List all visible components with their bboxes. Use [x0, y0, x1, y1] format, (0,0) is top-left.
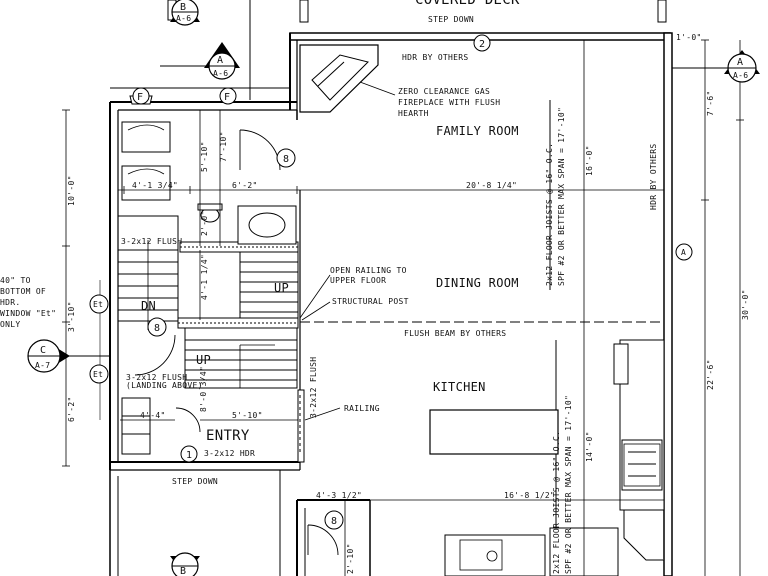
dim-10-0: 10'-0" — [67, 175, 76, 206]
note-joists-lower-1: 2x12 FLOOR JOISTS @ 16" O.C. — [552, 431, 561, 574]
section-marker-b-top: B A-6 — [170, 0, 200, 26]
dim-3-10: 3'-10" — [67, 301, 76, 332]
note-flush-vertical: 3-2x12 FLUSH — [309, 357, 318, 418]
room-family: FAMILY ROOM — [436, 124, 519, 138]
section-a-sheet: A-6 — [213, 69, 228, 78]
note-hdr-entry: 3-2x12 HDR — [204, 449, 255, 458]
section-marker-a-mid: A A-6 — [160, 42, 240, 80]
section-b-sheet: A-6 — [176, 14, 191, 23]
leaders — [299, 81, 396, 421]
kitchen-fixtures — [429, 339, 665, 576]
fireplace — [299, 44, 379, 113]
number-markers: 2 1 8 8 8 — [147, 34, 491, 530]
note-flush-landing-2: (LANDING ABOVE) — [126, 381, 203, 390]
exterior-walls — [109, 0, 673, 576]
fixed-window-markers: F F — [129, 87, 237, 105]
dim-6-2-a: 6'-2" — [232, 181, 258, 190]
section-a-label: A — [217, 55, 223, 66]
note-flush-beam: FLUSH BEAM BY OTHERS — [404, 329, 506, 338]
fixed-window-f2: F — [224, 92, 230, 103]
dim-2-10: 2'-10" — [346, 543, 355, 574]
bathroom-fixtures — [121, 121, 297, 245]
room-entry: ENTRY — [206, 428, 250, 444]
section-a-right-sheet: A-6 — [733, 71, 748, 80]
door-tag-8b: 8 — [154, 323, 160, 334]
marker-1: 1 — [186, 450, 192, 461]
section-c-label: C — [40, 345, 46, 356]
note-joists-upper-2: SPF #2 OR BETTER MAX SPAN = 17'-10" — [557, 107, 566, 286]
note-window-2: BOTTOM OF — [0, 287, 46, 296]
room-kitchen: KITCHEN — [433, 380, 486, 394]
grid-a-label: A — [681, 248, 686, 257]
stairs — [117, 215, 299, 389]
note-fireplace-3: HEARTH — [398, 109, 429, 118]
dim-30-0: 30'-0" — [741, 289, 750, 320]
fixed-window-f1: F — [137, 92, 143, 103]
note-open-railing-1: OPEN RAILING TO — [330, 266, 407, 275]
note-window-1: 40" TO — [0, 276, 31, 285]
dim-4-1-3-4: 4'-1 3/4" — [132, 181, 178, 190]
stair-dn: DN — [141, 299, 156, 313]
note-step-down-bottom: STEP DOWN — [172, 477, 218, 486]
note-step-down-top: STEP DOWN — [428, 15, 474, 24]
section-b-label: B — [180, 2, 186, 13]
doors — [134, 129, 339, 556]
note-window-3: HDR. — [0, 298, 20, 307]
dimension-lines — [62, 39, 744, 576]
stair-up-upper: UP — [274, 281, 289, 295]
section-marker-a-right: A A-6 — [672, 50, 760, 83]
note-structural-post: STRUCTURAL POST — [332, 297, 409, 306]
marker-2: 2 — [479, 39, 485, 50]
dim-2-0: 2'-0" — [200, 210, 209, 236]
door-tag-8c: 8 — [331, 516, 337, 527]
note-fireplace-1: ZERO CLEARANCE GAS — [398, 87, 490, 96]
dim-6-2-b: 6'-2" — [67, 396, 76, 422]
note-window-4: WINDOW "Et" — [0, 309, 56, 318]
section-b-bottom-label: B — [180, 566, 186, 576]
dim-7-10: 7'-10" — [219, 131, 228, 162]
dim-16-0: 16'-0" — [585, 145, 594, 176]
section-a-right-label: A — [737, 57, 743, 68]
dim-1-0: 1'-0" — [676, 33, 702, 42]
note-joists-upper-1: 2x12 FLOOR JOISTS @ 16" O.C. — [545, 143, 554, 286]
dim-20-8-1-4: 20'-8 1/4" — [466, 181, 517, 190]
stair-up-lower: UP — [196, 353, 211, 367]
note-joists-lower-2: SPF #2 OR BETTER MAX SPAN = 17'-10" — [564, 395, 573, 574]
egress-window-et1: Et — [93, 300, 103, 309]
dim-7-6: 7'-6" — [706, 90, 715, 116]
dim-22-6: 22'-6" — [706, 359, 715, 390]
note-railing: RAILING — [344, 404, 380, 413]
door-tag-8a: 8 — [283, 154, 289, 165]
section-c-sheet: A-7 — [35, 361, 50, 370]
entry-fixtures — [121, 389, 305, 463]
dim-5-10-a: 5'-10" — [200, 141, 209, 172]
note-flush-top: 3-2x12 FLUSH — [121, 237, 182, 246]
dim-14-0: 14'-0" — [585, 431, 594, 462]
note-window-5: ONLY — [0, 320, 20, 329]
dim-16-8-1-2: 16'-8 1/2" — [504, 491, 555, 500]
egress-window-markers: Et Et — [89, 294, 109, 384]
dim-4-4: 4'-4" — [140, 411, 166, 420]
dim-4-3-1-2: 4'-3 1/2" — [316, 491, 362, 500]
note-hdr-right: HDR BY OTHERS — [649, 143, 658, 210]
note-hdr-top: HDR BY OTHERS — [402, 53, 469, 62]
dim-4-1-1-4: 4'-1 1/4" — [200, 254, 209, 300]
egress-window-et2: Et — [93, 370, 103, 379]
section-marker-c: C A-7 — [27, 339, 110, 373]
room-covered-deck: COVERED DECK — [415, 0, 520, 8]
note-open-railing-2: UPPER FLOOR — [330, 276, 386, 285]
grid-marker-a: A — [675, 243, 693, 261]
flush-beams — [177, 100, 664, 560]
note-fireplace-2: FIREPLACE WITH FLUSH — [398, 98, 500, 107]
dim-8-0-3-4: 8'-0 3/4" — [199, 366, 208, 412]
section-marker-b-bottom: B — [170, 552, 200, 576]
dim-5-10-b: 5'-10" — [232, 411, 263, 420]
room-dining: DINING ROOM — [436, 276, 519, 290]
note-flush-landing-1: 3-2x12 FLUSH — [126, 373, 187, 382]
